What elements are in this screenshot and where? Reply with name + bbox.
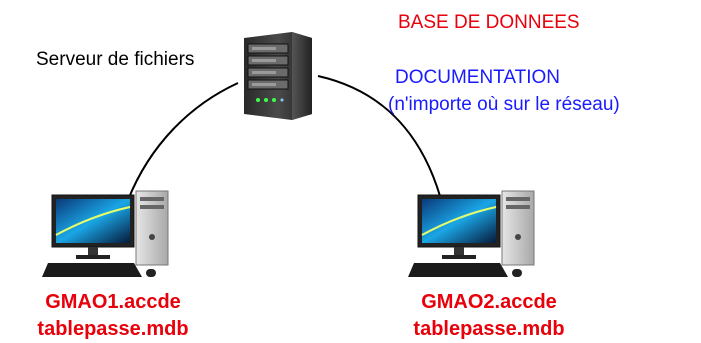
client-1-table-file: tablepasse.mdb bbox=[37, 318, 189, 340]
wire-to-client-2 bbox=[317, 75, 441, 197]
wire-to-client-1 bbox=[127, 82, 239, 201]
documentation-note: DOCUMENTATION bbox=[395, 67, 561, 88]
documentation-location-note: (n'importe où sur le réseau) bbox=[388, 94, 620, 115]
file-server-icon bbox=[244, 32, 312, 120]
desktop-computer-icon bbox=[408, 190, 535, 277]
client-2-app-file: GMAO2.accde bbox=[421, 291, 557, 313]
client-2-table-file: tablepasse.mdb bbox=[413, 318, 565, 340]
client-2-caption: GMAO2.accde tablepasse.mdb bbox=[394, 289, 584, 343]
client-1-app-file: GMAO1.accde bbox=[45, 291, 181, 313]
server-label: Serveur de fichiers bbox=[36, 49, 195, 70]
client-1-caption: GMAO1.accde tablepasse.mdb bbox=[18, 289, 208, 343]
desktop-computer-icon bbox=[42, 190, 169, 277]
database-note: BASE DE DONNEES bbox=[398, 12, 580, 33]
